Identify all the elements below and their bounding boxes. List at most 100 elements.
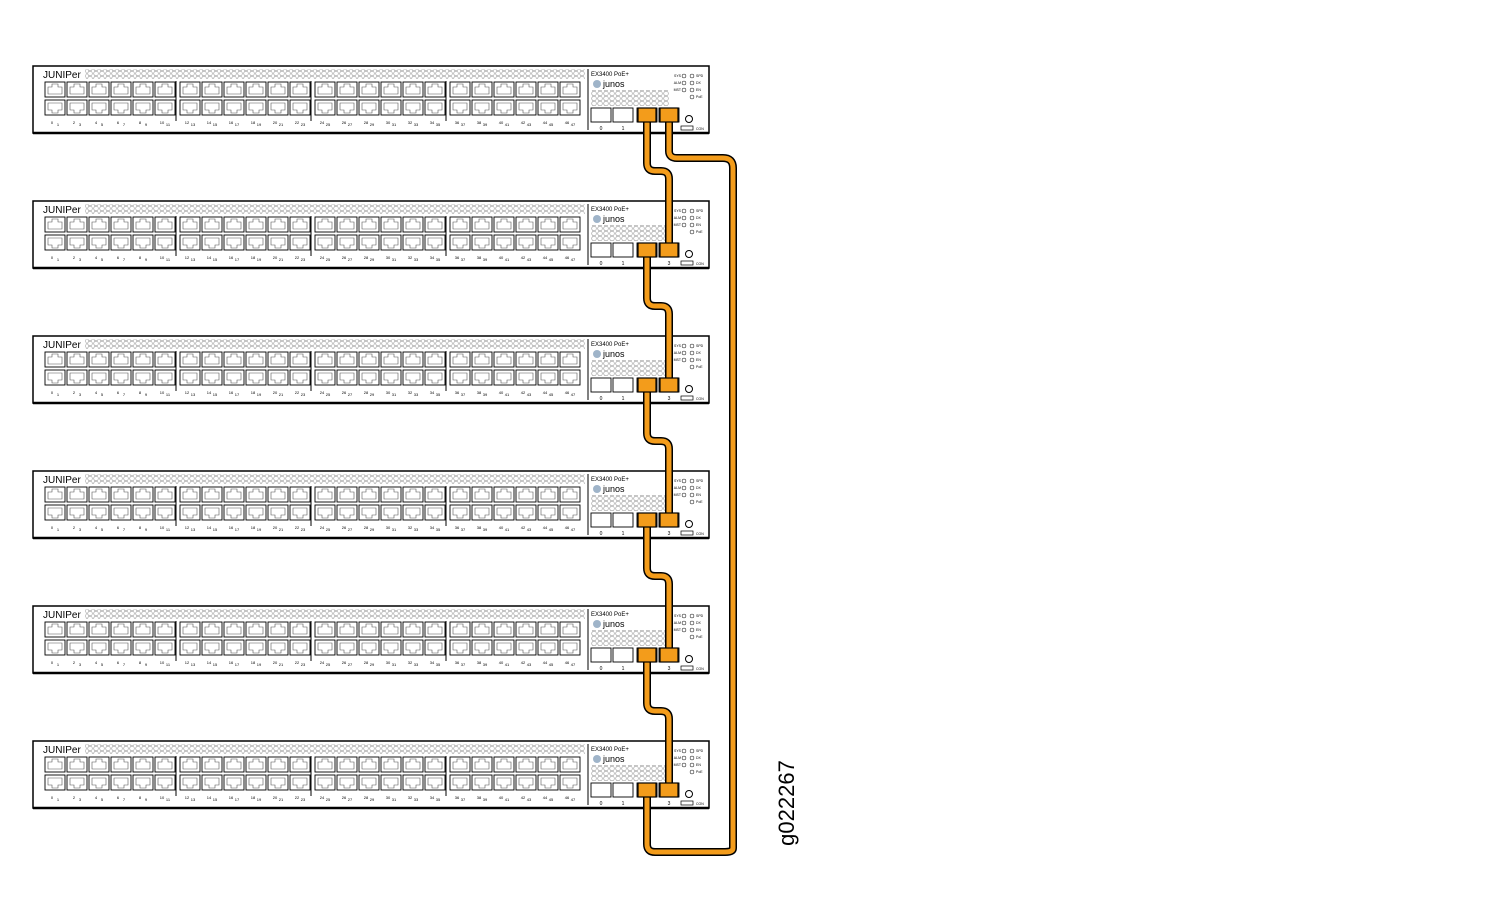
rj45-port bbox=[380, 756, 402, 773]
rj45-port bbox=[132, 369, 154, 386]
port-jack bbox=[540, 623, 556, 635]
port-jack bbox=[69, 218, 85, 230]
port-number-label: 30 bbox=[386, 525, 391, 530]
port-jack bbox=[383, 758, 399, 770]
port-jack bbox=[182, 488, 198, 500]
port-number-label: 22 bbox=[295, 120, 300, 125]
port-mode-led bbox=[689, 208, 695, 214]
port-jack bbox=[496, 777, 512, 789]
uplink-port-0 bbox=[590, 647, 612, 663]
port-frame bbox=[336, 756, 358, 773]
port-jack bbox=[339, 372, 355, 384]
port-mode-led bbox=[689, 499, 695, 505]
port-jack bbox=[339, 83, 355, 95]
port-jack bbox=[518, 237, 534, 249]
rj45-port bbox=[88, 639, 110, 656]
rj45-port bbox=[44, 504, 66, 521]
rj45-port bbox=[132, 774, 154, 791]
port-jack bbox=[157, 237, 173, 249]
rj45-port bbox=[424, 504, 446, 521]
port-jack bbox=[248, 777, 264, 789]
port-number-label: 42 bbox=[521, 525, 526, 530]
port-jack bbox=[562, 488, 578, 500]
module-vent bbox=[591, 225, 669, 241]
port-frame bbox=[402, 369, 424, 386]
port-jack bbox=[113, 758, 129, 770]
port-frame bbox=[66, 81, 88, 98]
port-frame bbox=[380, 351, 402, 368]
port-frame bbox=[537, 351, 559, 368]
port-frame bbox=[267, 234, 289, 251]
port-frame bbox=[223, 486, 245, 503]
port-frame bbox=[88, 369, 110, 386]
port-jack bbox=[204, 102, 220, 114]
rj45-port bbox=[179, 99, 201, 116]
rj45-port bbox=[223, 639, 245, 656]
rj45-port bbox=[402, 351, 424, 368]
port-frame bbox=[245, 621, 267, 638]
port-frame bbox=[336, 369, 358, 386]
rj45-port bbox=[66, 756, 88, 773]
rj45-port bbox=[380, 351, 402, 368]
junos-logo: junos bbox=[602, 349, 625, 359]
rj45-port bbox=[515, 486, 537, 503]
rj45-port bbox=[559, 639, 581, 656]
port-number-label: 22 bbox=[295, 255, 300, 260]
led-label: MST bbox=[674, 223, 682, 227]
rj45-port bbox=[66, 639, 88, 656]
port-frame bbox=[201, 99, 223, 116]
console-port bbox=[680, 125, 694, 131]
port-frame bbox=[179, 369, 201, 386]
rj45-port bbox=[132, 756, 154, 773]
port-frame bbox=[201, 756, 223, 773]
port-frame bbox=[537, 639, 559, 656]
port-jack bbox=[157, 83, 173, 95]
rj45-port bbox=[110, 351, 132, 368]
port-frame bbox=[201, 81, 223, 98]
port-frame bbox=[336, 234, 358, 251]
port-frame bbox=[179, 351, 201, 368]
rj45-port bbox=[314, 234, 336, 251]
port-frame bbox=[88, 81, 110, 98]
port-number-label: 15 bbox=[213, 257, 218, 262]
port-jack bbox=[182, 777, 198, 789]
rj45-port bbox=[537, 216, 559, 233]
uplink-port-0 bbox=[590, 512, 612, 528]
led-label: SYS bbox=[674, 614, 682, 618]
port-number-label: 33 bbox=[414, 257, 419, 262]
console-label: CON bbox=[696, 127, 704, 131]
port-frame bbox=[471, 486, 493, 503]
port-frame bbox=[515, 639, 537, 656]
rj45-port bbox=[223, 486, 245, 503]
port-number-label: 5 bbox=[101, 257, 104, 262]
rj45-port bbox=[179, 756, 201, 773]
port-frame bbox=[132, 639, 154, 656]
port-frame bbox=[471, 621, 493, 638]
rj45-port bbox=[289, 234, 311, 251]
uplink-port-1 bbox=[612, 242, 634, 258]
rj45-port bbox=[110, 234, 132, 251]
port-number-label: 34 bbox=[430, 390, 435, 395]
led-label: PoE bbox=[696, 770, 703, 774]
rj45-port bbox=[66, 369, 88, 386]
uplink-port-label: 3 bbox=[668, 801, 671, 807]
port-frame bbox=[537, 216, 559, 233]
port-frame bbox=[380, 369, 402, 386]
port-number-label: 27 bbox=[348, 527, 353, 532]
uplink-port-0 bbox=[590, 377, 612, 393]
port-jack bbox=[135, 237, 151, 249]
port-number-label: 39 bbox=[483, 527, 488, 532]
rj45-port bbox=[515, 216, 537, 233]
rj45-port bbox=[380, 504, 402, 521]
port-number-label: 7 bbox=[123, 257, 126, 262]
port-number-label: 18 bbox=[251, 525, 256, 530]
port-number-label: 13 bbox=[191, 662, 196, 667]
uplink-port-0 bbox=[590, 242, 612, 258]
port-jack bbox=[248, 102, 264, 114]
rj45-port bbox=[267, 621, 289, 638]
rj45-port bbox=[154, 774, 176, 791]
rj45-port bbox=[66, 486, 88, 503]
port-jack bbox=[427, 777, 443, 789]
rj45-port bbox=[471, 351, 493, 368]
port-number-label: 36 bbox=[455, 255, 460, 260]
